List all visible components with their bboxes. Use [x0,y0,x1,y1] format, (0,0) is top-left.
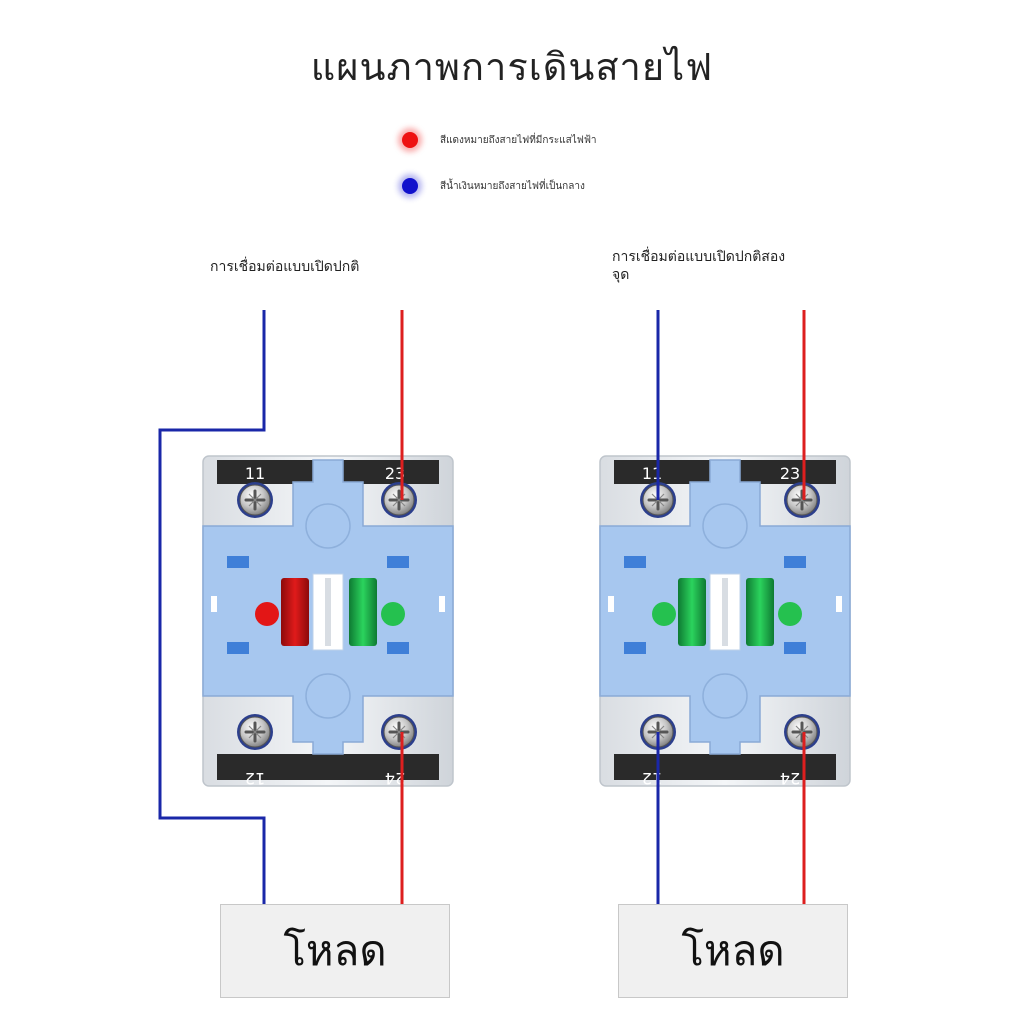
screw-terminal-11 [235,480,275,520]
terminal-label-23: 23 [780,464,800,483]
load-label: โหลด [681,926,785,975]
terminal-label-11: 11 [245,464,265,483]
legend-label: สีแดงหมายถึงสายไฟที่มีกระแสไฟฟ้า [440,134,597,146]
caption-left: การเชื่อมต่อแบบเปิดปกติ [210,259,360,275]
load-box-right: โหลด [618,904,848,998]
screw-terminal-23 [782,480,822,520]
screw-terminal-24 [782,712,822,752]
green-no-contact-b [746,578,802,646]
screw-terminal-23 [379,480,419,520]
red-nc-contact [255,578,309,646]
contact-block-left: 11 23 12 24 [202,455,454,788]
load-box-left: โหลด [220,904,450,998]
blue-dot-icon [402,178,418,194]
green-no-contact [349,578,405,646]
screw-terminal-12 [235,712,275,752]
legend-item-neutral: สีน้ำเงินหมายถึงสายไฟที่เป็นกลาง [402,174,585,198]
neutral-wire-left [158,310,266,905]
red-dot-icon [402,132,418,148]
green-no-contact-a [652,578,706,646]
legend-item-live: สีแดงหมายถึงสายไฟที่มีกระแสไฟฟ้า [402,128,597,152]
diagram-title: แผนภาพการเดินสายไฟ [310,45,714,89]
legend-label: สีน้ำเงินหมายถึงสายไฟที่เป็นกลาง [440,180,585,192]
caption-right: การเชื่อมต่อแบบเปิดปกติสอง จุด [612,249,786,283]
load-label: โหลด [283,926,387,975]
terminal-label-24: 24 [780,769,800,788]
terminal-label-23: 23 [385,464,405,483]
terminal-label-24: 24 [385,769,405,788]
terminal-label-12: 12 [245,769,265,788]
contact-block-right: 11 23 12 24 [599,455,851,788]
screw-terminal-24 [379,712,419,752]
